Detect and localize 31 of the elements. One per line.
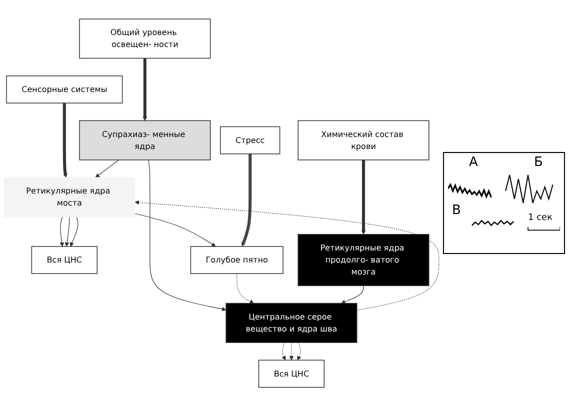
trace-label: Б	[534, 155, 543, 170]
node-box: Ретикулярные ядра продолго- ватого мозга	[298, 234, 430, 286]
arrow	[60, 216, 64, 246]
node-box: Центральное серое вещество и ядра шва	[226, 302, 358, 343]
arrow	[282, 342, 286, 360]
trace-label: В	[452, 203, 461, 218]
arrow	[70, 216, 78, 246]
trace-label: 1 сек	[528, 213, 553, 223]
node-box: Ретикулярные ядра моста	[4, 176, 136, 217]
node-box: Сенсорные системы	[6, 75, 123, 104]
node-box: Вся ЦНС	[258, 360, 325, 388]
arrow	[95, 159, 120, 178]
arrow	[64, 216, 70, 246]
node-box: Стресс	[220, 126, 280, 154]
arrow	[236, 273, 254, 304]
arrow	[289, 342, 294, 360]
node-box: Химический состав крови	[298, 120, 430, 160]
arrow	[62, 102, 68, 178]
arrow	[148, 159, 226, 311]
arrow	[340, 285, 364, 304]
node-box: Вся ЦНС	[31, 246, 98, 274]
node-box: Голубое пятно	[190, 246, 284, 274]
arrow	[297, 342, 302, 360]
arrow	[134, 200, 440, 310]
arrow	[241, 154, 252, 246]
trace-label: А	[469, 155, 478, 170]
node-box: Супрахиаз- менные ядра	[79, 120, 211, 160]
node-box: Общий уровень освещен- ности	[79, 18, 211, 58]
arrow	[361, 160, 366, 234]
arrow	[134, 213, 216, 246]
arrow	[142, 58, 148, 121]
